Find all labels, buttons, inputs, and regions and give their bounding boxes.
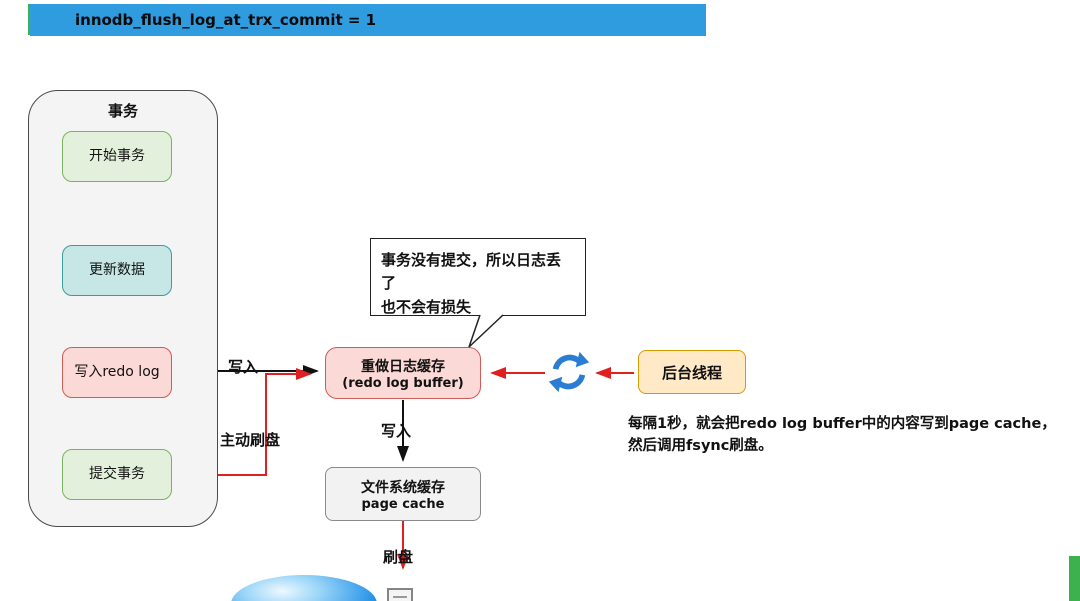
edge-label-active-flush: 主动刷盘 [220, 431, 281, 449]
step-write-redo-log: 写入redo log [62, 347, 172, 398]
title-banner: innodb_flush_log_at_trx_commit = 1 [30, 4, 706, 36]
redo-buffer-title: 重做日志缓存 [361, 358, 445, 375]
document-icon [387, 588, 413, 601]
callout-line1: 事务没有提交，所以日志丢了 [381, 251, 562, 293]
background-thread-box: 后台线程 [638, 350, 746, 394]
page-cache-box: 文件系统缓存 page cache [325, 467, 481, 521]
edge-label-write-to-cache: 写入 [381, 422, 412, 440]
note-text: 每隔1秒，就会把redo log buffer中的内容写到page cache，… [628, 413, 1073, 457]
step-label: 提交事务 [89, 466, 145, 483]
page-cache-title: 文件系统缓存 [361, 479, 445, 496]
page-cache-subtitle: page cache [361, 496, 445, 512]
step-commit-transaction: 提交事务 [62, 449, 172, 500]
sync-icon [548, 351, 590, 393]
edge-label-flush-disk: 刷盘 [383, 548, 414, 566]
step-begin-transaction: 开始事务 [62, 131, 172, 182]
green-accent-bottom-right [1069, 556, 1080, 601]
callout-line2: 也不会有损失 [381, 297, 472, 316]
disk-icon [231, 575, 377, 601]
callout-bubble: 事务没有提交，所以日志丢了 也不会有损失 [370, 238, 586, 316]
redo-log-buffer-box: 重做日志缓存 (redo log buffer) [325, 347, 481, 399]
note-line2: 然后调用fsync刷盘。 [628, 438, 773, 454]
note-line1: 每隔1秒，就会把redo log buffer中的内容写到page cache， [628, 416, 1056, 432]
redo-buffer-subtitle: (redo log buffer) [342, 375, 464, 391]
step-label: 开始事务 [89, 148, 145, 165]
background-thread-label: 后台线程 [661, 363, 722, 382]
step-label: 更新数据 [89, 262, 145, 279]
step-update-data: 更新数据 [62, 245, 172, 296]
step-label: 写入redo log [74, 364, 160, 381]
transaction-label: 事务 [107, 102, 138, 120]
edge-label-write-to-buffer: 写入 [228, 358, 259, 376]
callout-tail [468, 314, 504, 348]
banner-title: innodb_flush_log_at_trx_commit = 1 [75, 11, 377, 29]
